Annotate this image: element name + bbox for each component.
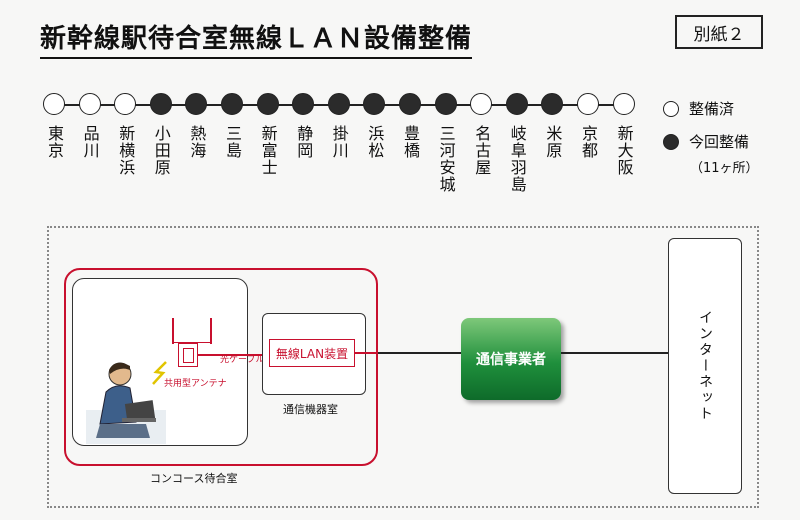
open-circle-icon <box>114 93 137 115</box>
attachment-badge: 別紙２ <box>675 15 763 49</box>
wlan-device: 無線LAN装置 <box>269 339 355 367</box>
station-name: 浜松 <box>365 125 385 159</box>
station-item: 東京 <box>42 93 66 159</box>
legend-done-label: 整備済 <box>689 100 735 118</box>
station-name: 掛川 <box>329 125 349 159</box>
station-name: 岐阜羽島 <box>507 125 527 193</box>
station-item: 掛川 <box>327 93 351 159</box>
station-name: 熱海 <box>187 125 207 159</box>
station-name: 豊橋 <box>401 125 420 159</box>
legend-upgrade-note: （11ヶ所） <box>690 161 759 176</box>
station-item: 熱海 <box>184 93 208 159</box>
open-circle-icon <box>78 93 101 115</box>
carrier-box: 通信事業者 <box>461 318 561 400</box>
station-item: 新富士 <box>256 93 280 176</box>
filled-circle-icon <box>434 93 457 115</box>
comm-room-label: 通信機器室 <box>283 403 338 416</box>
internet-link-line <box>561 352 668 354</box>
station-item: 岐阜羽島 <box>505 93 529 193</box>
fiber-cable-label: 光ケーブル <box>220 355 265 365</box>
carrier-link-line <box>378 352 461 354</box>
antenna-label: 共用型アンテナ <box>164 379 227 389</box>
filled-circle-icon <box>221 93 243 115</box>
antenna-rod-left <box>172 318 174 344</box>
filled-circle-icon <box>292 93 315 115</box>
station-item: 小田原 <box>149 93 173 176</box>
station-item: 京都 <box>576 93 600 159</box>
antenna-rod-right <box>210 318 212 344</box>
station-name: 新富士 <box>258 125 278 176</box>
station-name: 京都 <box>579 125 598 159</box>
fiber-cable-line <box>198 354 269 356</box>
filled-circle-icon <box>185 93 208 115</box>
station-name: 新横浜 <box>116 125 136 176</box>
station-name: 静岡 <box>294 125 314 159</box>
network-diagram-frame <box>47 226 759 508</box>
shared-antenna-icon <box>178 343 198 367</box>
filled-circle-icon <box>505 93 528 115</box>
laptop-user-illustration <box>86 362 166 444</box>
filled-circle-icon <box>327 93 350 115</box>
station-item: 豊橋 <box>398 93 422 159</box>
station-name: 三島 <box>223 125 242 159</box>
station-item: 新大阪 <box>612 93 636 176</box>
filled-circle-icon <box>149 93 172 115</box>
station-item: 三島 <box>220 93 244 159</box>
station-name: 三河安城 <box>436 125 456 193</box>
station-item: 新横浜 <box>113 93 137 176</box>
carrier-label: 通信事業者 <box>476 352 546 368</box>
open-circle-icon <box>43 93 65 115</box>
station-name: 新大阪 <box>614 125 634 176</box>
open-circle-icon <box>470 93 493 115</box>
legend-done: 整備済 <box>663 98 734 119</box>
station-name: 名古屋 <box>472 125 492 176</box>
antenna-mount <box>172 339 212 343</box>
station-name: 東京 <box>45 125 64 159</box>
legend-upgrade: 今回整備 <box>663 131 749 152</box>
legend-upgrade-label: 今回整備 <box>689 133 750 151</box>
station-item: 三河安城 <box>434 93 458 193</box>
wireless-signal-icon <box>152 361 167 385</box>
internet-label: インターネット <box>697 310 713 422</box>
filled-circle-icon <box>256 93 279 115</box>
station-name: 品川 <box>80 125 100 159</box>
station-item: 品川 <box>78 93 102 159</box>
wlan-exit-line <box>355 352 378 354</box>
open-circle-icon <box>612 93 635 115</box>
page-title: 新幹線駅待合室無線ＬＡＮ設備整備 <box>40 18 473 59</box>
station-name: 小田原 <box>151 125 171 176</box>
station-item: 静岡 <box>291 93 315 159</box>
filled-circle-icon <box>399 93 421 115</box>
open-circle-icon <box>577 93 599 115</box>
station-item: 米原 <box>540 93 564 159</box>
filled-circle-icon <box>541 93 564 115</box>
concourse-label: コンコース待合室 <box>150 472 238 485</box>
open-circle-icon <box>663 100 679 117</box>
station-item: 浜松 <box>362 93 386 159</box>
internet-box: インターネット <box>668 238 742 494</box>
filled-circle-icon <box>663 133 679 150</box>
concourse-box <box>64 268 378 466</box>
filled-circle-icon <box>363 93 386 115</box>
station-item: 名古屋 <box>469 93 493 176</box>
station-name: 米原 <box>543 125 563 159</box>
